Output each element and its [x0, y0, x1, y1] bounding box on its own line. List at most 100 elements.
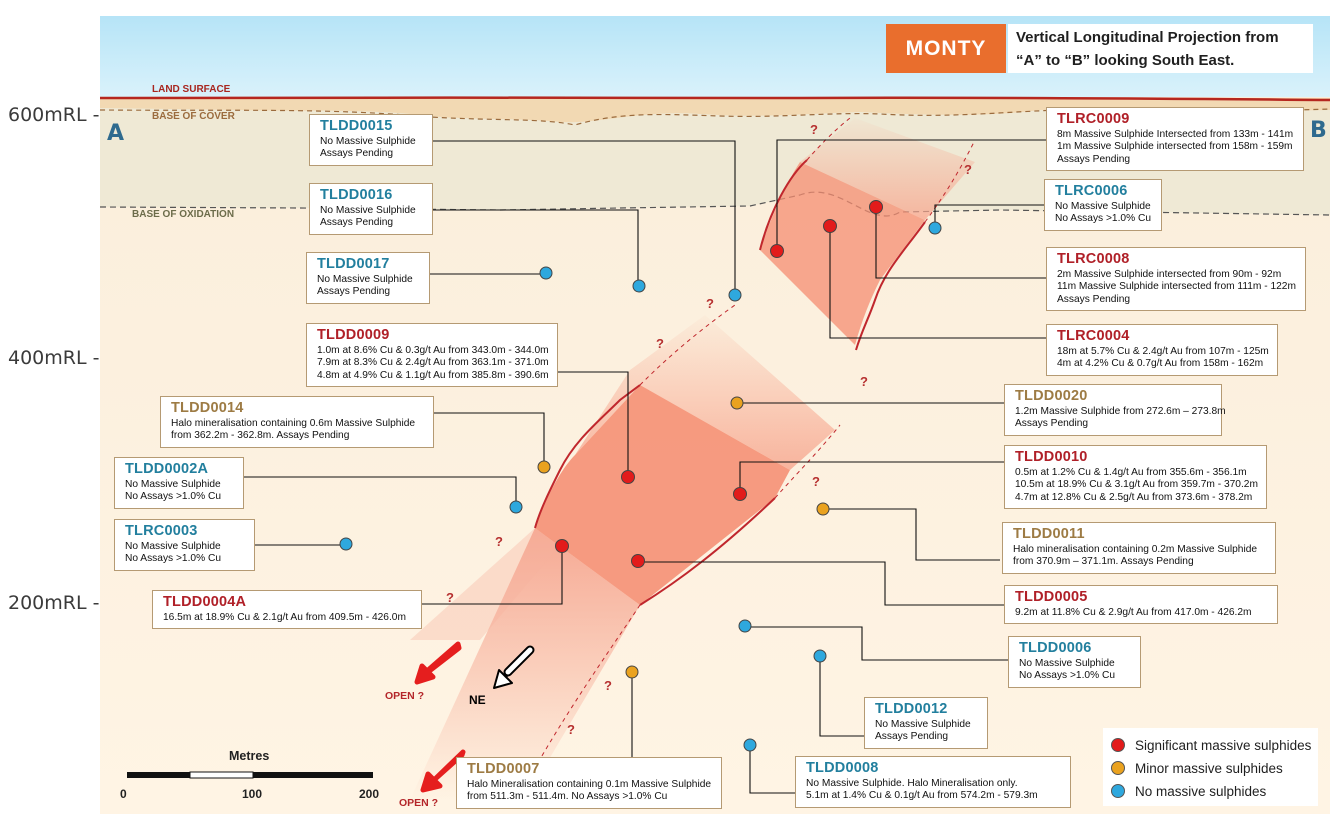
hole-detail: 5.1m at 1.4% Cu & 0.1g/t Au from 574.2m … [806, 790, 1038, 802]
hole-detail: Assays Pending [875, 731, 949, 743]
red-dot-icon [1111, 738, 1125, 752]
main-zone-upper-halo [575, 315, 835, 470]
hole-detail: Halo mineralisation containing 0.6m Mass… [171, 418, 416, 429]
hole-detail: Assays Pending [1057, 153, 1131, 165]
dot-tlrc0009[interactable] [770, 244, 784, 258]
dot-tldd0015[interactable] [728, 288, 742, 302]
callout-tlrc0008[interactable]: TLRC0008 2m Massive Sulphide intersected… [1046, 247, 1306, 312]
scale-bar-seg-3 [253, 772, 373, 778]
dot-tldd0006[interactable] [738, 619, 752, 633]
scale-title: Metres [229, 749, 270, 763]
upper-zone [760, 162, 925, 345]
callout-tldd0011[interactable]: TLDD0011 Halo mineralisation containing … [1002, 522, 1276, 574]
hole-detail: 2m Massive Sulphide intersected from 90m… [1057, 269, 1282, 280]
upper-zone-outline-east [855, 221, 926, 351]
callout-tldd0020[interactable]: TLDD0020 1.2m Massive Sulphide from 272.… [1004, 384, 1226, 436]
uncertainty-mark: ? [495, 534, 503, 549]
hole-id: TLDD0010 [1015, 449, 1088, 465]
hole-id: TLRC0006 [1055, 183, 1128, 199]
hole-detail: 1.0m at 8.6% Cu & 0.3g/t Au from 343.0m … [317, 345, 549, 356]
hole-detail: Assays Pending [1015, 418, 1089, 430]
callout-tldd0016[interactable]: TLDD0016 No Massive Sulphide Assays Pend… [309, 183, 433, 235]
legend-label: No massive sulphides [1135, 783, 1267, 799]
dot-tlrc0006[interactable] [928, 221, 942, 235]
legend-item-none: No massive sulphides [1111, 782, 1266, 800]
callout-tldd0014[interactable]: TLDD0014 Halo mineralisation containing … [160, 396, 434, 448]
hole-detail: from 370.9m – 371.1m. Assays Pending [1013, 556, 1194, 568]
dot-tlrc0004[interactable] [823, 219, 837, 233]
hole-detail: 8m Massive Sulphide Intersected from 133… [1057, 129, 1294, 140]
dot-tldd0010[interactable] [733, 487, 747, 501]
main-zone-dashed-east [774, 424, 841, 499]
dot-tldd0020[interactable] [730, 396, 744, 410]
dot-tldd0012[interactable] [813, 649, 827, 663]
hole-id: TLDD0014 [171, 400, 244, 416]
orange-dot-icon [1111, 761, 1125, 775]
hole-detail: 11m Massive Sulphide intersected from 11… [1057, 281, 1296, 293]
upper-zone-halo [800, 118, 975, 220]
project-badge: MONTY [886, 24, 1006, 73]
hole-id: TLDD0015 [320, 118, 393, 134]
uncertainty-mark: ? [860, 374, 868, 389]
hole-detail: Assays Pending [320, 148, 394, 160]
hole-id: TLDD0002A [125, 461, 209, 477]
open-arrow-upper [414, 641, 462, 685]
callout-tldd0017[interactable]: TLDD0017 No Massive Sulphide Assays Pend… [306, 252, 430, 304]
dot-tldd0014[interactable] [537, 460, 551, 474]
dot-tlrc0008[interactable] [869, 200, 883, 214]
uncertainty-mark: ? [604, 678, 612, 693]
cover-zone [100, 98, 1330, 123]
callout-tlrc0004[interactable]: TLRC0004 18m at 5.7% Cu & 2.4g/t Au from… [1046, 324, 1278, 376]
hole-detail: 4.7m at 12.8% Cu & 2.5g/t Au from 373.6m… [1015, 491, 1253, 503]
callout-tlrc0006[interactable]: TLRC0006 No Massive Sulphide No Assays >… [1044, 179, 1162, 231]
drill-dots [339, 200, 942, 752]
dot-tldd0007[interactable] [625, 665, 639, 679]
uncertainty-mark: ? [964, 162, 972, 177]
dot-tldd0005[interactable] [631, 554, 645, 568]
section-end-b: B [1310, 118, 1327, 143]
hole-detail: from 511.3m - 511.4m. No Assays >1.0% Cu [467, 791, 668, 803]
hole-id: TLRC0004 [1057, 328, 1130, 344]
base-of-cover-label: BASE OF COVER [152, 111, 235, 122]
callout-tlrc0003[interactable]: TLRC0003 No Massive Sulphide No Assays >… [114, 519, 255, 571]
dot-tldd0009[interactable] [621, 470, 635, 484]
rl-label-600: 600mRL - [8, 104, 100, 126]
callout-tldd0009[interactable]: TLDD0009 1.0m at 8.6% Cu & 0.3g/t Au fro… [306, 323, 558, 388]
main-zone-outline [534, 384, 641, 529]
hole-detail: No Assays >1.0% Cu [1019, 670, 1115, 682]
callout-tlrc0009[interactable]: TLRC0009 8m Massive Sulphide Intersected… [1046, 107, 1304, 172]
hole-id: TLDD0009 [317, 327, 390, 343]
callout-tldd0007[interactable]: TLDD0007 Halo Mineralisation containing … [456, 757, 722, 809]
dot-tldd0004a[interactable] [555, 539, 569, 553]
callout-tldd0010[interactable]: TLDD0010 0.5m at 1.2% Cu & 1.4g/t Au fro… [1004, 445, 1267, 510]
hole-id: TLRC0008 [1057, 251, 1130, 267]
hole-detail: 0.5m at 1.2% Cu & 1.4g/t Au from 355.6m … [1015, 467, 1247, 478]
callout-tldd0004a[interactable]: TLDD0004A 16.5m at 18.9% Cu & 2.1g/t Au … [152, 590, 422, 630]
dot-tldd0008[interactable] [743, 738, 757, 752]
rl-label-200: 200mRL - [8, 592, 100, 614]
leader-lines [244, 139, 1046, 794]
hole-detail: No Massive Sulphide [125, 479, 221, 490]
dot-tldd0016[interactable] [632, 279, 646, 293]
callout-tldd0012[interactable]: TLDD0012 No Massive Sulphide Assays Pend… [864, 697, 988, 749]
title-line-2: “A” to “B” looking South East. [1016, 52, 1235, 69]
main-zone [535, 385, 790, 605]
open-label-upper: OPEN ? [385, 690, 425, 702]
dot-tldd0002a[interactable] [509, 500, 523, 514]
callout-tldd0006[interactable]: TLDD0006 No Massive Sulphide No Assays >… [1008, 636, 1141, 688]
callout-tldd0002a[interactable]: TLDD0002A No Massive Sulphide No Assays … [114, 457, 244, 509]
hole-detail: 4m at 4.2% Cu & 0.7g/t Au from 158m - 16… [1057, 358, 1264, 370]
hole-id: TLDD0006 [1019, 640, 1092, 656]
hole-detail: No Massive Sulphide [125, 541, 221, 552]
lower-zone-halo-left [410, 528, 560, 640]
callout-tldd0005[interactable]: TLDD0005 9.2m at 11.8% Cu & 2.9g/t Au fr… [1004, 585, 1278, 625]
dot-tldd0011[interactable] [816, 502, 830, 516]
hole-id: TLDD0005 [1015, 589, 1088, 605]
dot-tlrc0003[interactable] [339, 537, 353, 551]
hole-id: TLDD0011 [1013, 526, 1085, 542]
callout-tldd0015[interactable]: TLDD0015 No Massive Sulphide Assays Pend… [309, 114, 433, 166]
scale-bar-seg-2 [189, 771, 254, 779]
callout-tldd0008[interactable]: TLDD0008 No Massive Sulphide. Halo Miner… [795, 756, 1071, 808]
dot-tldd0017[interactable] [539, 266, 553, 280]
hole-detail: Halo mineralisation containing 0.2m Mass… [1013, 544, 1258, 555]
